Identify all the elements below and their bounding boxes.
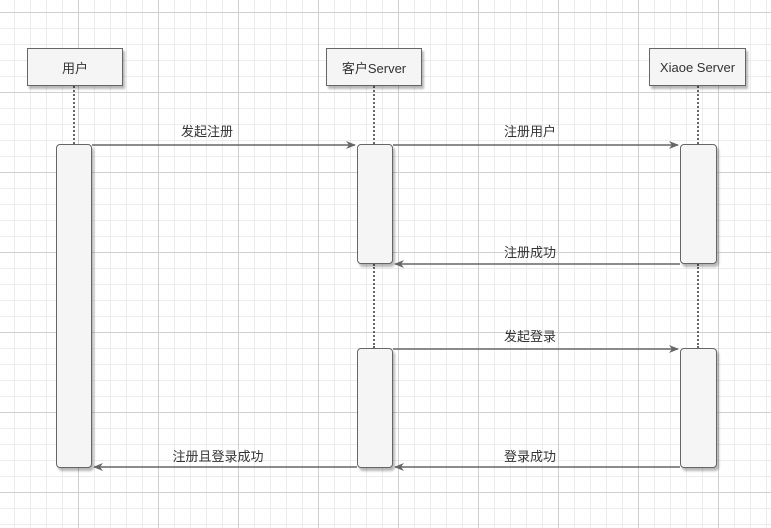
label-initiate-login: 发起登录 [503,329,557,344]
xiaoe-server-lifeline-top [697,86,699,144]
label-register-and-login-success: 注册且登录成功 [172,449,264,464]
participant-client-server[interactable]: 客户Server [326,48,422,86]
label-initiate-register: 发起注册 [180,124,234,139]
participant-client-server-label: 客户Server [341,60,407,76]
label-register-success: 注册成功 [503,245,557,260]
user-activation[interactable] [56,144,92,468]
user-lifeline [73,86,75,144]
client-server-activation-register[interactable] [357,144,393,264]
xiaoe-server-activation-register[interactable] [680,144,717,264]
participant-xiaoe-server[interactable]: Xiaoe Server [649,48,746,86]
xiaoe-server-activation-login[interactable] [680,348,717,468]
client-server-lifeline-top [373,86,375,144]
label-register-user: 注册用户 [503,124,557,139]
xiaoe-server-lifeline-middle [697,264,699,348]
client-server-lifeline-middle [373,264,375,348]
label-login-success: 登录成功 [503,449,557,464]
participant-xiaoe-server-label: Xiaoe Server [659,59,736,75]
participant-user[interactable]: 用户 [27,48,123,86]
client-server-activation-login[interactable] [357,348,393,468]
participant-user-label: 用户 [61,60,88,76]
